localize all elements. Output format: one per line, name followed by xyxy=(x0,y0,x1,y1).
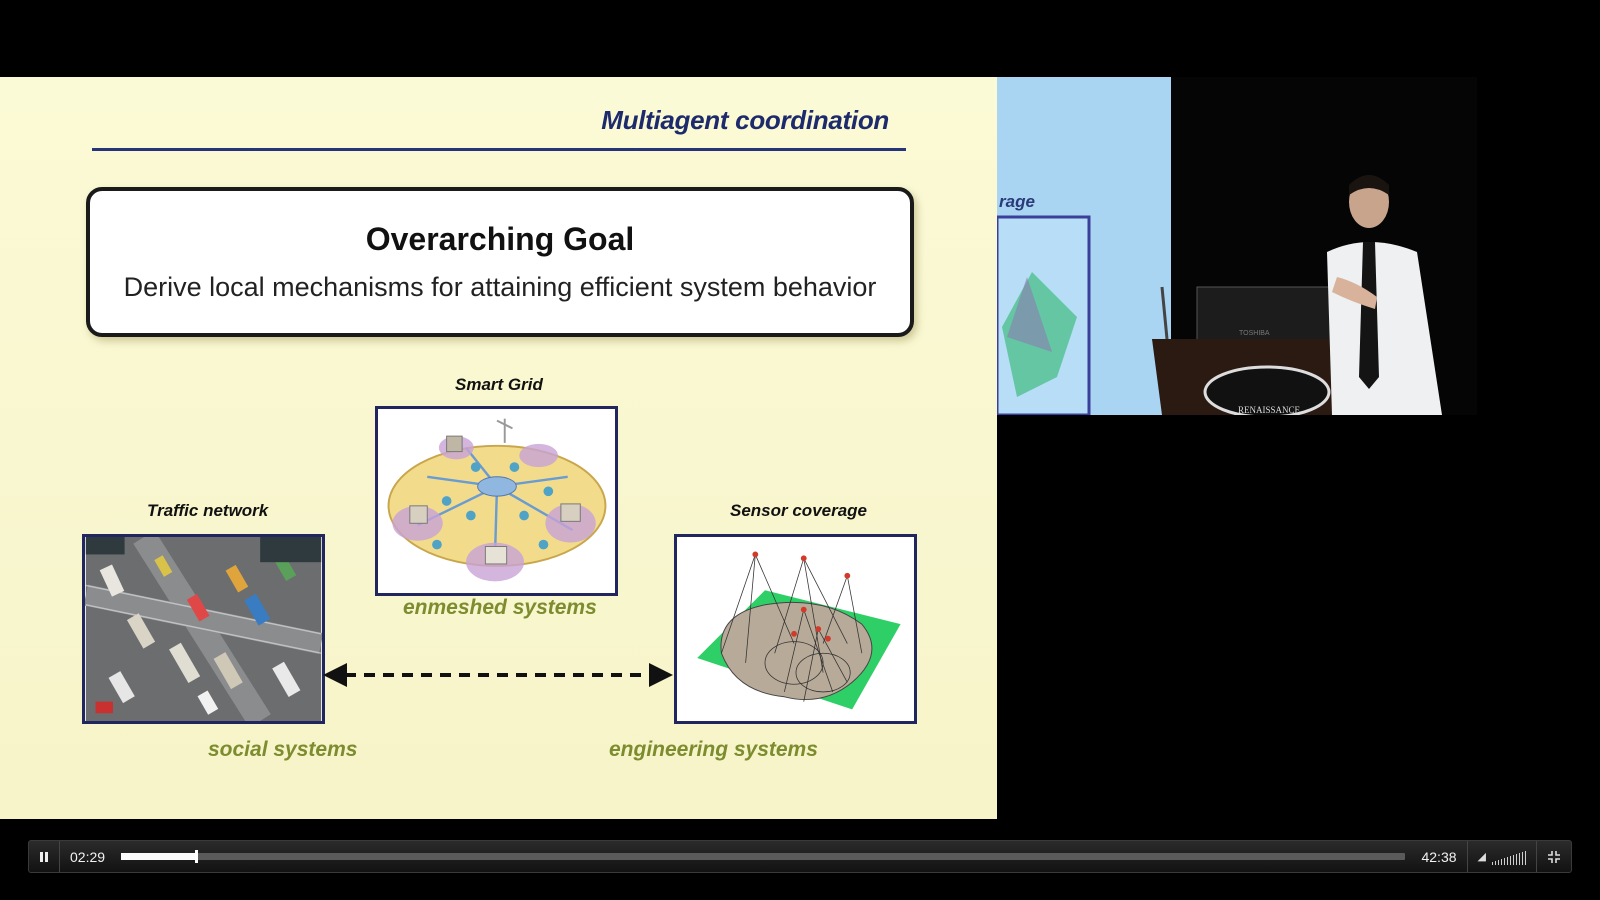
sensor-coverage-image xyxy=(674,534,917,724)
social-systems-label: social systems xyxy=(208,738,358,761)
video-controls: 02:29 42:38 ◢ xyxy=(28,840,1572,873)
traffic-network-image xyxy=(82,534,325,724)
smart-grid-image xyxy=(375,406,618,596)
goal-box: Overarching Goal Derive local mechanisms… xyxy=(86,187,914,337)
sensor-coverage-caption: Sensor coverage xyxy=(730,501,868,520)
seek-bar[interactable] xyxy=(121,850,1406,863)
pause-button[interactable] xyxy=(29,841,59,872)
speaker-camera-view: rage TOSHIBA RENAISSANCE xyxy=(997,77,1477,415)
enmeshed-systems-label: enmeshed systems xyxy=(403,596,597,619)
exit-fullscreen-button[interactable] xyxy=(1537,841,1571,872)
smart-grid-caption: Smart Grid xyxy=(455,375,543,394)
slide-title: Multiagent coordination xyxy=(601,105,889,135)
volume-control[interactable]: ◢ xyxy=(1468,849,1536,865)
seek-handle[interactable] xyxy=(195,850,199,863)
volume-icon: ◢ xyxy=(1477,851,1486,863)
duration: 42:38 xyxy=(1421,848,1457,865)
exit-fullscreen-icon xyxy=(1548,850,1560,863)
traffic-network-caption: Traffic network xyxy=(147,501,269,520)
divider xyxy=(59,841,60,872)
divider xyxy=(1466,841,1468,872)
double-arrow-icon xyxy=(323,663,673,687)
seek-bar-progress xyxy=(121,853,197,860)
divider xyxy=(1536,841,1537,872)
presentation-slide: Multiagent coordination Overarching Goal… xyxy=(0,77,997,819)
title-divider xyxy=(92,148,906,151)
podium-text: RENAISSANCE xyxy=(1238,405,1301,415)
goal-text: Derive local mechanisms for attaining ef… xyxy=(123,272,877,302)
camera-screen-text: rage xyxy=(999,192,1035,211)
laptop-brand: TOSHIBA xyxy=(1239,330,1270,337)
pause-icon xyxy=(40,851,48,862)
engineering-systems-label: engineering systems xyxy=(609,738,818,761)
goal-title: Overarching Goal xyxy=(365,221,635,257)
current-time: 02:29 xyxy=(70,848,106,865)
